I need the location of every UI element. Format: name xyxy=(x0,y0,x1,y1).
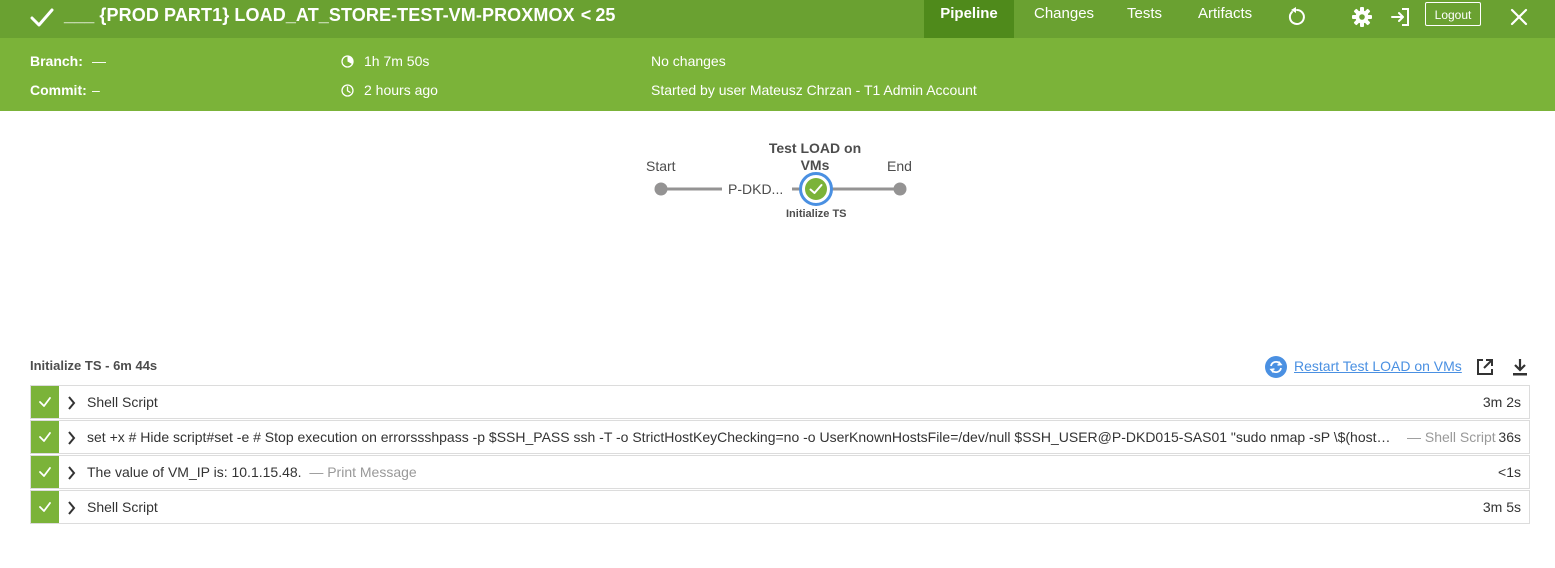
checkmark-icon xyxy=(39,397,51,407)
branch-value: — xyxy=(92,53,106,69)
commit-value: – xyxy=(92,82,100,98)
end-node xyxy=(893,182,907,196)
started-by: Started by user Mateusz Chrzan - T1 Admi… xyxy=(651,82,977,98)
exit-classic-icon[interactable] xyxy=(1389,6,1411,28)
chevron-right-icon[interactable] xyxy=(67,501,77,515)
job-name: ___ {PROD PART1} LOAD_AT_STORE-TEST-VM-P… xyxy=(64,5,575,25)
checkmark-icon xyxy=(39,502,51,512)
stage-success-node[interactable] xyxy=(799,172,833,206)
commit-label: Commit: xyxy=(30,82,87,98)
logout-button[interactable]: Logout xyxy=(1425,2,1481,26)
step-label: Shell Script xyxy=(87,499,158,515)
tab-artifacts[interactable]: Artifacts xyxy=(1198,5,1253,22)
time-ago: 2 hours ago xyxy=(364,82,438,98)
step-duration: 3m 2s xyxy=(1482,394,1521,410)
step-duration: 36s xyxy=(1498,429,1521,445)
open-log-icon[interactable] xyxy=(1475,357,1495,377)
clock-icon xyxy=(341,84,354,97)
chevron-right-icon[interactable] xyxy=(67,396,77,410)
run-title: ___ {PROD PART1} LOAD_AT_STORE-TEST-VM-P… xyxy=(64,5,616,26)
chevron-right-icon[interactable] xyxy=(67,431,77,445)
tab-tests[interactable]: Tests xyxy=(1127,5,1163,22)
chevron-left-icon[interactable]: < xyxy=(580,5,592,25)
step-type: — Shell Script xyxy=(1407,429,1496,445)
end-node-label: End xyxy=(887,158,912,174)
step-duration: <1s xyxy=(1498,464,1521,480)
restart-icon[interactable] xyxy=(1265,356,1287,378)
step-success-status xyxy=(31,491,59,523)
download-icon[interactable] xyxy=(1510,357,1530,377)
step-success-status xyxy=(31,386,59,418)
pipeline-connectors xyxy=(661,187,900,191)
start-node-label: Start xyxy=(646,158,676,174)
step-row[interactable]: Shell Script 3m 5s xyxy=(30,490,1530,524)
top-bar: ___ {PROD PART1} LOAD_AT_STORE-TEST-VM-P… xyxy=(0,0,1555,38)
step-duration: 3m 5s xyxy=(1482,499,1521,515)
branch-label: Branch: xyxy=(30,53,83,69)
tab-changes[interactable]: Changes xyxy=(1034,5,1095,22)
replay-icon[interactable] xyxy=(1286,6,1308,28)
run-info-bar: Branch: — Commit: – 1h 7m 50s 2 hours ag… xyxy=(0,38,1555,111)
parallel-branch-label[interactable]: P-DKD... xyxy=(728,181,784,197)
close-icon[interactable] xyxy=(1508,6,1530,28)
tab-pipeline[interactable]: Pipeline xyxy=(924,0,1014,38)
step-success-status xyxy=(31,456,59,488)
checkmark-icon xyxy=(39,467,51,477)
checkmark-icon xyxy=(30,8,54,27)
chevron-right-icon[interactable] xyxy=(67,466,77,480)
step-type: — Print Message xyxy=(309,464,417,480)
pipeline-graph: Start End Test LOAD on VMs P-DKD... Init… xyxy=(0,111,1555,351)
steps-panel-title: Initialize TS - 6m 44s xyxy=(30,358,158,373)
step-row[interactable]: The value of VM_IP is: 10.1.15.48. — Pri… xyxy=(30,455,1530,489)
step-label: Shell Script xyxy=(87,394,158,410)
duration-value: 1h 7m 50s xyxy=(364,53,430,69)
stage-name[interactable]: Test LOAD on VMs xyxy=(768,140,862,173)
checkmark-icon xyxy=(39,432,51,442)
start-node xyxy=(654,182,668,196)
step-success-status xyxy=(31,421,59,453)
duration-icon xyxy=(341,55,354,68)
changes-summary: No changes xyxy=(651,53,726,69)
step-label: set +x # Hide script#set -e # Stop execu… xyxy=(87,429,1397,445)
step-row[interactable]: set +x # Hide script#set -e # Stop execu… xyxy=(30,420,1530,454)
restart-stage-link[interactable]: Restart Test LOAD on VMs xyxy=(1294,358,1462,374)
step-row[interactable]: Shell Script 3m 2s xyxy=(30,385,1530,419)
gear-icon[interactable] xyxy=(1351,6,1373,28)
run-number: 25 xyxy=(595,5,616,25)
sub-stage-label: Initialize TS xyxy=(786,208,847,220)
step-label: The value of VM_IP is: 10.1.15.48. — Pri… xyxy=(87,464,417,480)
